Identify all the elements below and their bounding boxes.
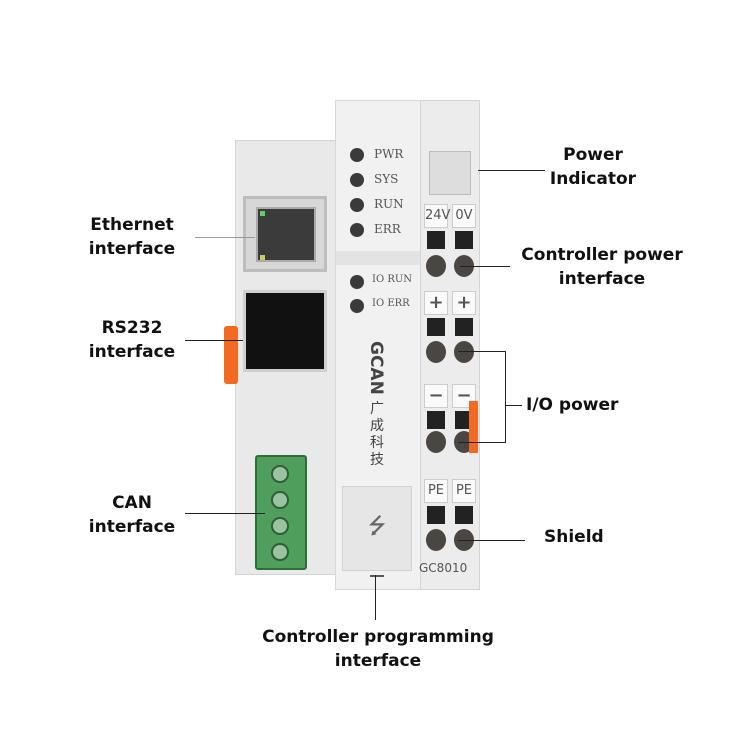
terminal-tab: 24V	[424, 204, 450, 228]
ethernet-port[interactable]	[243, 196, 327, 272]
usb-port[interactable]: ⭍	[342, 486, 412, 571]
led-label: ERR	[374, 222, 401, 236]
brand-logo: GCAN	[366, 341, 386, 395]
front-panel: PWR SYS RUN ERR IO RUN IO ERR GCAN 广成科技 …	[335, 100, 423, 590]
terminal-tab: PE	[452, 479, 476, 503]
terminal-tab: PE	[424, 479, 448, 503]
model-number: GC8010	[419, 561, 468, 575]
terminal-tab: +	[424, 291, 448, 315]
can-connector[interactable]	[255, 455, 307, 570]
led-label: SYS	[374, 172, 399, 186]
led-label: IO RUN	[372, 274, 413, 285]
brand-cn: 广成科技	[370, 401, 384, 468]
led-label: RUN	[374, 197, 404, 211]
orange-marker	[469, 401, 478, 453]
led-label: IO ERR	[372, 298, 410, 309]
label-shield: Shield	[544, 527, 604, 547]
terminal-tab: −	[424, 384, 448, 408]
release-tab-orange[interactable]	[224, 326, 238, 384]
terminal-block: 24V 0V + + − − PE PE GC8010	[419, 100, 480, 590]
label-io-power: I/O power	[526, 395, 619, 415]
usb-icon: ⭍	[367, 514, 387, 539]
terminal-tab: +	[452, 291, 476, 315]
terminal-tab: −	[452, 384, 476, 408]
led-label: PWR	[374, 147, 404, 161]
terminal-tab: 0V	[452, 204, 476, 228]
rs232-port[interactable]	[243, 290, 327, 372]
